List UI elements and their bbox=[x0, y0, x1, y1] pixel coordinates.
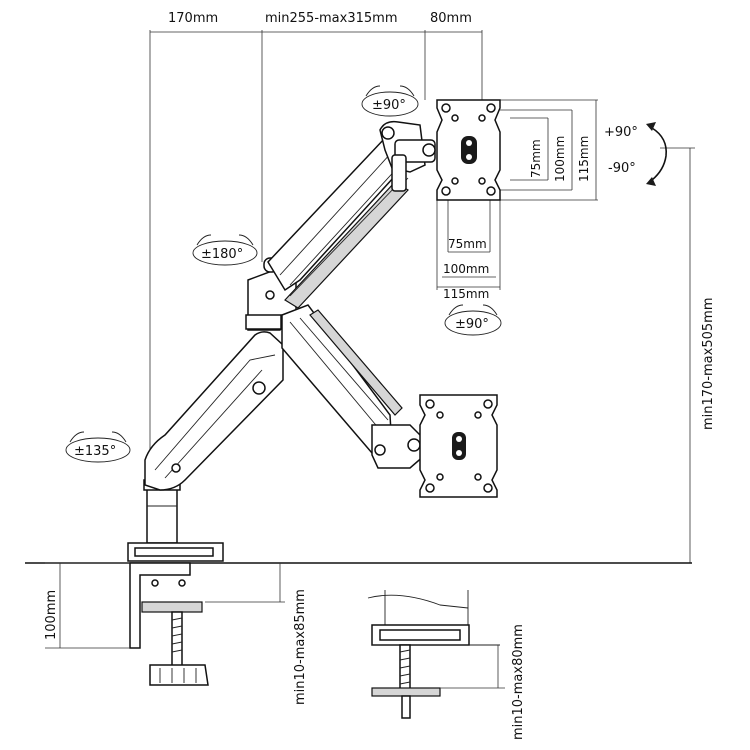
dim-head-offset-label: 80mm bbox=[430, 11, 472, 26]
rotation-base-label: ±135° bbox=[74, 444, 116, 459]
clamp-range-label: min10-max85mm bbox=[293, 589, 308, 705]
vesa-v-medium-label: 100mm bbox=[553, 136, 567, 182]
clamp-height-label: 100mm bbox=[44, 590, 59, 640]
vesa-h-small-label: 75mm bbox=[448, 237, 487, 251]
vesa-vertical-dimensions bbox=[500, 99, 598, 201]
clamp-dimensions bbox=[45, 562, 285, 649]
tilt-head-lower bbox=[371, 424, 426, 469]
tilt-indicator: +90° -90° bbox=[604, 122, 668, 186]
rotation-badge-arm: ±180° bbox=[192, 234, 258, 266]
rotation-badge-swivel: ±90° bbox=[444, 304, 502, 336]
dim-arm-length-label: min255-max315mm bbox=[265, 11, 397, 26]
vesa-horizontal-dimensions bbox=[436, 195, 501, 290]
rotation-tilt-top-label: ±90° bbox=[372, 98, 406, 113]
vesa-h-medium-label: 100mm bbox=[443, 262, 489, 276]
desk-clamp bbox=[127, 542, 224, 686]
vesa-h-large-label: 115mm bbox=[443, 287, 489, 301]
height-range-label: min170-max505mm bbox=[701, 298, 716, 430]
tilt-head-upper bbox=[379, 120, 436, 192]
upper-arm-raised bbox=[267, 131, 419, 309]
vesa-v-small-label: 75mm bbox=[529, 139, 543, 178]
vesa-plate-upper bbox=[436, 99, 501, 201]
rotation-arm-label: ±180° bbox=[201, 247, 243, 262]
rotation-swivel-label: ±90° bbox=[455, 317, 489, 332]
dim-base-to-joint-label: 170mm bbox=[168, 11, 218, 26]
tilt-plus-label: +90° bbox=[604, 125, 638, 140]
tilt-minus-label: -90° bbox=[608, 161, 636, 176]
vesa-v-large-label: 115mm bbox=[577, 136, 591, 182]
top-dimension-lines bbox=[149, 30, 483, 470]
rotation-badge-base: ±135° bbox=[65, 431, 131, 463]
tilt-arc bbox=[651, 127, 668, 181]
grommet-range-label: min10-max80mm bbox=[511, 624, 526, 740]
height-dimension bbox=[660, 147, 695, 563]
tilt-arrow-up-icon bbox=[646, 122, 656, 131]
grommet-mount bbox=[367, 590, 500, 719]
tilt-arrow-down-icon bbox=[646, 177, 656, 186]
rotation-badge-top: ±90° bbox=[361, 85, 419, 117]
lower-arm bbox=[144, 331, 284, 491]
grommet-dimensions bbox=[440, 645, 505, 689]
vesa-plate-lower bbox=[419, 394, 498, 498]
